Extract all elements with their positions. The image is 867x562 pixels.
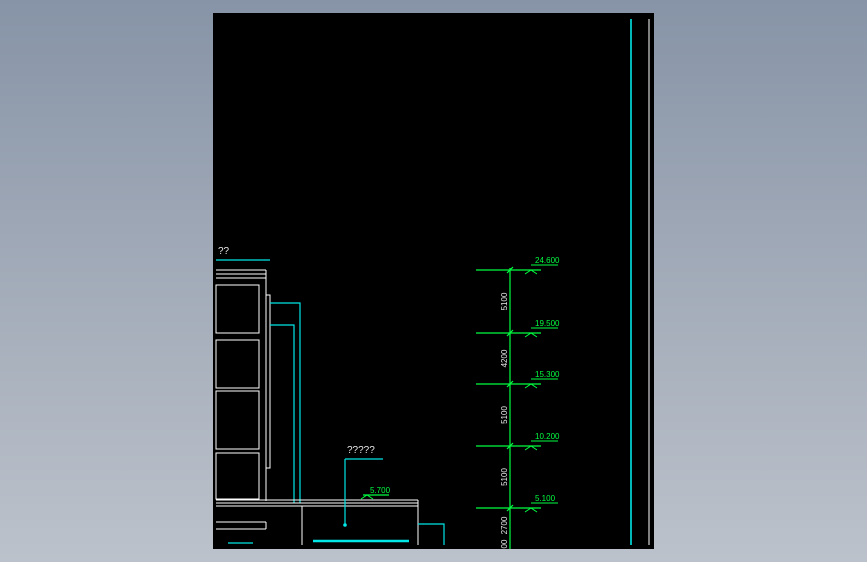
- elevation-triangle: [524, 269, 538, 275]
- elevation-value: 15.300: [535, 370, 560, 379]
- cad-drawing: ??: [215, 19, 650, 549]
- elevation-dimension-chain: 24.600 19.500 15.300 10.200 5.100 5100 4200 510…: [476, 256, 560, 549]
- elevation-triangle: [524, 332, 538, 338]
- elevation-triangle: [524, 445, 538, 451]
- building-elevation: [215, 269, 445, 545]
- elevation-value: 5.100: [535, 494, 556, 503]
- elevation-triangle: [524, 383, 538, 389]
- dimension-value: 2700: [500, 516, 509, 534]
- dimension-value: 5100: [500, 468, 509, 486]
- elevation-triangle: [524, 507, 538, 513]
- note-elevation-triangle: [360, 494, 374, 500]
- note-label: ?????: [347, 445, 375, 456]
- dimension-tick: [506, 504, 514, 512]
- drawing-viewport[interactable]: ??: [213, 13, 654, 549]
- dimension-value: 5100: [500, 406, 509, 424]
- elevation-value: 10.200: [535, 432, 560, 441]
- dimension-tick: [506, 329, 514, 337]
- dimension-value: 5100: [500, 292, 509, 310]
- dimension-tick: [506, 380, 514, 388]
- dimension-tick: [506, 442, 514, 450]
- elevation-value: 24.600: [535, 256, 560, 265]
- dimension-value: 4200: [500, 349, 509, 367]
- elevation-value: 19.500: [535, 319, 560, 328]
- note-leader-dot: [343, 523, 347, 527]
- dimension-tick: [506, 266, 514, 274]
- note-elevation: 5.700: [370, 486, 391, 495]
- dimension-value-fragment: 00: [500, 539, 509, 548]
- section-label: ??: [218, 246, 230, 257]
